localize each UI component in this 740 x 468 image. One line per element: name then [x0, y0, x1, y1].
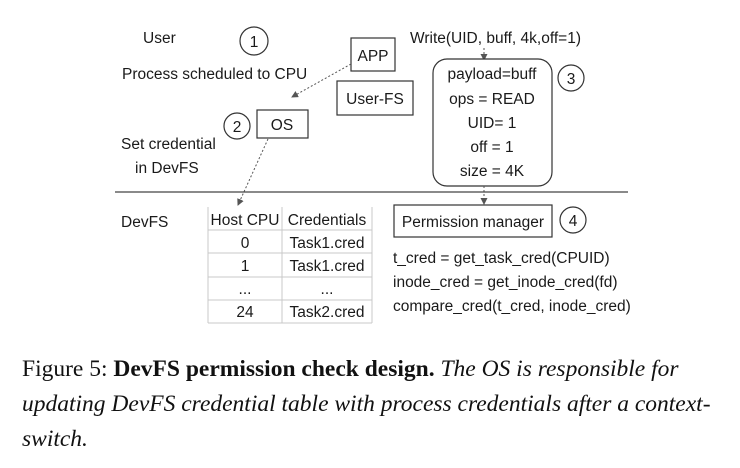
- permission-manager-box: [393, 204, 553, 238]
- set-credential-label-line2: in DevFS: [135, 160, 199, 177]
- code-line: inode_cred = get_inode_cred(fd): [393, 274, 617, 291]
- step-3-marker: [557, 64, 585, 92]
- table-cell-cpu: 24: [236, 304, 254, 321]
- user-fs-label: User-FS: [346, 91, 404, 108]
- payload-box: [432, 58, 553, 187]
- payload-line: payload=buff: [448, 66, 538, 83]
- credential-table: Host CPU Credentials 0 Task1.cred 1 Task…: [207, 207, 373, 324]
- set-credential-label-line1: Set credential: [121, 136, 216, 153]
- app-label: APP: [357, 48, 388, 65]
- permission-manager-label: Permission manager: [402, 214, 544, 231]
- os-label: OS: [271, 117, 293, 134]
- table-cell-cpu: ...: [239, 281, 252, 298]
- table-cell-cred: Task1.cred: [290, 258, 365, 275]
- table-cell-cred: Task2.cred: [290, 304, 365, 321]
- table-cell-cred: Task1.cred: [290, 235, 365, 252]
- os-box: [256, 109, 309, 139]
- write-call-label: Write(UID, buff, 4k,off=1): [410, 30, 581, 47]
- devfs-label: DevFS: [121, 214, 168, 231]
- figure-caption: Figure 5: DevFS permission check design.…: [22, 352, 726, 457]
- app-box: [350, 37, 396, 72]
- step-2-number: 2: [233, 119, 242, 136]
- step-1-marker: [239, 26, 269, 56]
- step-4-marker: [559, 206, 587, 234]
- caption-label: Figure 5:: [22, 356, 108, 382]
- user-label: User: [143, 30, 176, 47]
- caption-description: The OS is responsible for updating DevFS…: [22, 356, 711, 452]
- payload-line: off = 1: [470, 139, 513, 156]
- caption-title: DevFS permission check design.: [113, 356, 435, 382]
- payload-line: size = 4K: [460, 163, 525, 180]
- table-header-credentials: Credentials: [288, 212, 367, 229]
- user-fs-box: [336, 80, 414, 116]
- os-to-table-arrow: [237, 138, 269, 206]
- step-1-number: 1: [250, 34, 259, 51]
- table-header-host-cpu: Host CPU: [211, 212, 280, 229]
- devfs-permission-diagram: User 1 APP User-FS Process scheduled to …: [115, 26, 631, 324]
- step-4-number: 4: [569, 213, 578, 230]
- table-cell-cred: ...: [321, 281, 334, 298]
- step-3-number: 3: [567, 71, 576, 88]
- payload-line: UID= 1: [468, 115, 517, 132]
- step-2-marker: [223, 112, 251, 140]
- code-line: compare_cred(t_cred, inode_cred): [393, 298, 631, 315]
- table-cell-cpu: 0: [241, 235, 250, 252]
- code-line: t_cred = get_task_cred(CPUID): [393, 250, 610, 267]
- app-to-os-arrow: [291, 63, 352, 98]
- payload-line: ops = READ: [449, 91, 535, 108]
- process-scheduled-label: Process scheduled to CPU: [122, 66, 307, 83]
- table-cell-cpu: 1: [241, 258, 250, 275]
